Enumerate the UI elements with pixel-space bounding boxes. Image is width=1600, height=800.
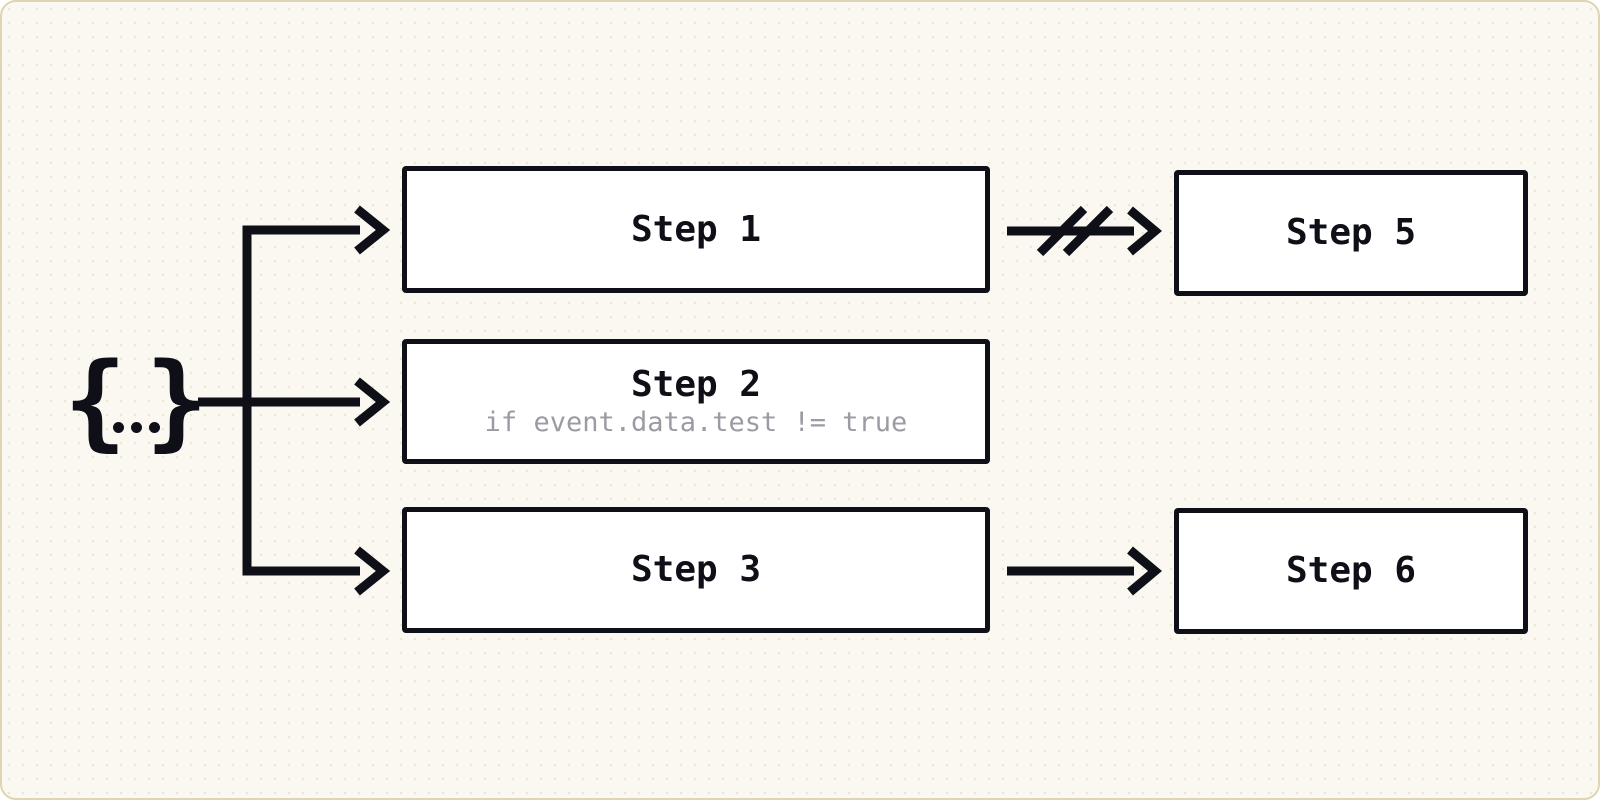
edge-step1-to-step5-broken [1007, 205, 1162, 257]
node-step-6: Step 6 [1174, 508, 1528, 634]
edge-source-to-step3 [354, 546, 391, 596]
break-slash-icon [1036, 205, 1088, 257]
brace-close: } [145, 340, 209, 462]
ellipsis-dots-icon [112, 422, 160, 433]
edge-source-to-step2 [198, 377, 391, 427]
arrowhead-step1-icon [354, 205, 391, 255]
node-step-2-label: Step 2 [630, 364, 762, 405]
node-step-1: Step 1 [402, 166, 990, 293]
arrowhead-step6-icon [1127, 546, 1162, 596]
arrowhead-step2-icon [354, 377, 391, 427]
brace-open: { [63, 340, 127, 462]
edge-source-to-step1 [354, 205, 391, 255]
node-step-5: Step 5 [1174, 170, 1528, 296]
node-step-2-condition: if event.data.test != true [484, 407, 908, 438]
node-step-6-label: Step 6 [1285, 550, 1417, 591]
node-step-1-label: Step 1 [630, 208, 762, 250]
node-step-3-label: Step 3 [630, 549, 762, 590]
arrowhead-step5-icon [1127, 206, 1162, 256]
arrowhead-step3-icon [354, 546, 391, 596]
event-payload-glyph: { } [64, 349, 208, 453]
node-step-2: Step 2 if event.data.test != true [402, 339, 990, 464]
edge-step3-to-step6 [1007, 546, 1162, 596]
break-slash-icon [1062, 205, 1114, 257]
node-step-3: Step 3 [402, 507, 990, 633]
node-step-5-label: Step 5 [1285, 212, 1417, 253]
